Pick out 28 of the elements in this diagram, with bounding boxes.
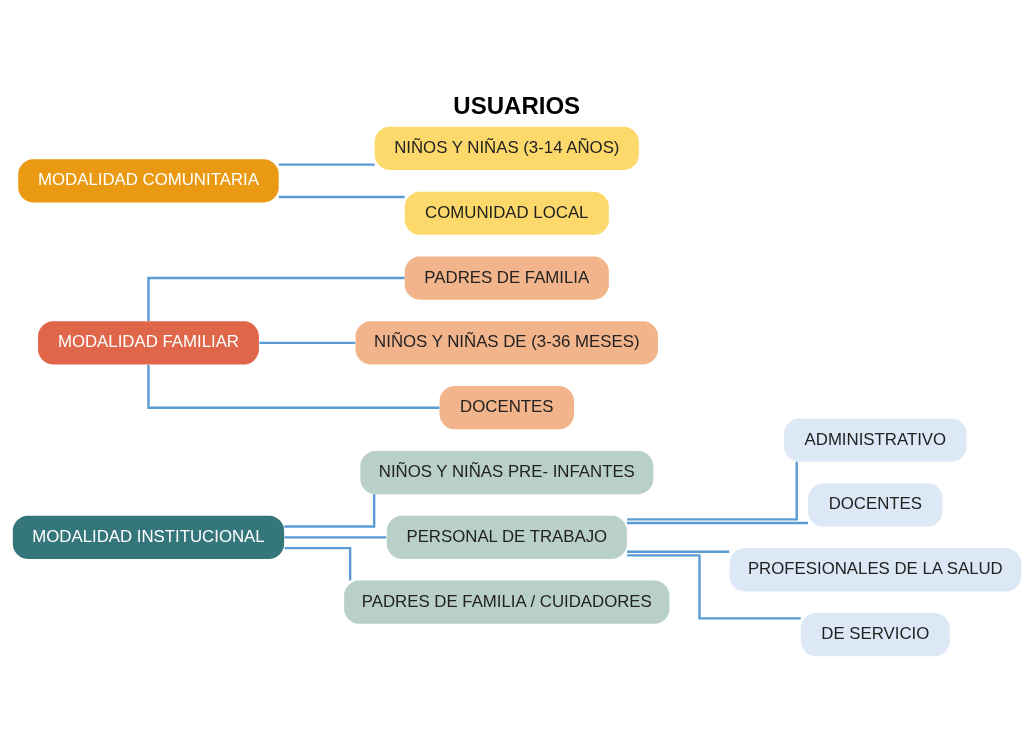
diagram-title: USUARIOS [453, 91, 581, 119]
connector [284, 493, 376, 528]
connector [147, 276, 405, 321]
node-box: ADMINISTRATIVO [784, 418, 967, 462]
connector [626, 550, 730, 553]
connector [284, 535, 387, 539]
node-box: NIÑOS Y NIÑAS DE (3-36 MESES) [355, 320, 659, 364]
node-box: MODALIDAD FAMILIAR [38, 320, 259, 364]
node-box: PADRES DE FAMILIA [404, 255, 609, 300]
connector [278, 162, 375, 166]
connector [278, 195, 405, 198]
node-box: MODALIDAD COMUNITARIA [18, 158, 279, 202]
connector [627, 461, 798, 521]
node-box: DOCENTES [808, 482, 943, 527]
connector [284, 546, 352, 580]
connector [147, 364, 440, 409]
node-box: DE SERVICIO [800, 612, 950, 656]
node-box: COMUNIDAD LOCAL [404, 191, 609, 235]
node-box: MODALIDAD INSTITUCIONAL [12, 515, 285, 559]
connector [259, 341, 356, 344]
node-box: PROFESIONALES DE LA SALUD [729, 547, 1022, 591]
node-box: PADRES DE FAMILIA / CUIDADORES [344, 580, 670, 624]
connector [626, 521, 808, 524]
node-box: NIÑOS Y NIÑAS PRE- INFANTES [360, 450, 654, 494]
node-box: PERSONAL DE TRABAJO [386, 515, 627, 559]
node-box: NIÑOS Y NIÑAS (3-14 AÑOS) [374, 126, 639, 170]
connector [627, 553, 801, 620]
node-box: DOCENTES [439, 385, 574, 429]
